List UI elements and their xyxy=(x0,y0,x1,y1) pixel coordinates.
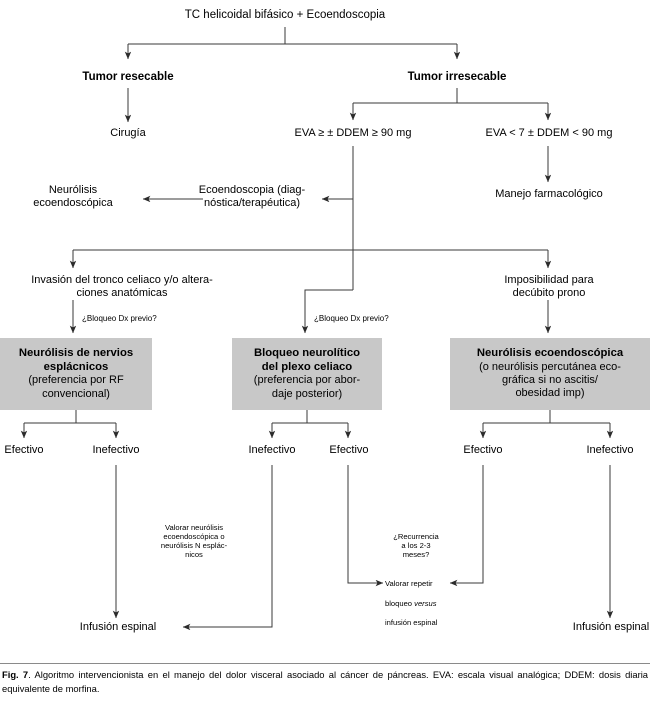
box-neurolisis-ecoendoscopica[interactable]: Neurólisis ecoendoscópica (o neurólisis … xyxy=(450,338,650,410)
note-line-1: Valorar repetir xyxy=(385,578,433,588)
note-line-2: bloqueo versus xyxy=(385,599,481,609)
note-line-2-pre: bloqueo xyxy=(385,598,415,608)
note-valorar-neurolisis: Valorar neurólisis ecoendoscópica o neur… xyxy=(160,523,228,559)
box-title: Neurólisis de nervios esplácnicos xyxy=(18,347,134,373)
node-neurolisis-ecoendoscopica-top: Neurólisis ecoendoscópica xyxy=(33,184,113,209)
outcome-left-inefectivo: Inefectivo xyxy=(92,444,140,456)
node-manejo-farmacologico: Manejo farmacológico xyxy=(495,188,603,200)
outcome-center-inefectivo: Inefectivo xyxy=(248,444,296,456)
box-subtitle: (preferencia por abor- daje posterior) xyxy=(253,374,361,400)
box-subtitle: (o neurólisis percutánea eco- gráfica si… xyxy=(479,360,621,400)
note-line-2-italic: versus xyxy=(414,598,437,608)
figure-caption-text: . Algoritmo intervencionista en el manej… xyxy=(2,669,649,694)
figure-label: Fig. 7 xyxy=(2,669,29,680)
outcome-right-efectivo: Efectivo xyxy=(463,444,503,456)
node-eva-alto: EVA ≥ ± DDEM ≥ 90 mg xyxy=(294,127,412,139)
box-title: Bloqueo neurolítico del plexo celiaco xyxy=(253,347,361,373)
note-valorar-repetir-bloqueo: Valorar repetir bloqueo versus infusión … xyxy=(385,569,481,638)
node-root: TC helicoidal bifásico + Ecoendoscopia xyxy=(184,9,386,21)
node-imposibilidad-decubito-prono: Imposibilidad para decúbito prono xyxy=(504,274,594,299)
figure-caption: Fig. 7. Algoritmo intervencionista en el… xyxy=(2,668,648,695)
terminal-infusion-espinal-izquierda: Infusión espinal xyxy=(79,621,157,633)
node-cirugia: Cirugía xyxy=(110,127,146,139)
label-bloqueo-dx-previo-izquierda: ¿Bloqueo Dx previo? xyxy=(82,314,157,323)
node-eva-bajo: EVA < 7 ± DDEM < 90 mg xyxy=(485,127,613,139)
caption-divider xyxy=(0,663,650,664)
box-subtitle: (preferencia por RF convencional) xyxy=(28,374,124,400)
note-recurrencia: ¿Recurrencia a los 2-3 meses? xyxy=(393,532,439,559)
outcome-center-efectivo: Efectivo xyxy=(329,444,369,456)
node-tumor-irresecable: Tumor irresecable xyxy=(407,71,507,83)
label-bloqueo-dx-previo-centro: ¿Bloqueo Dx previo? xyxy=(314,314,389,323)
note-line-3: infusión espinal xyxy=(385,618,438,628)
node-tumor-resecable: Tumor resecable xyxy=(82,71,174,83)
terminal-infusion-espinal-derecha: Infusión espinal xyxy=(572,621,650,633)
box-bloqueo-neurolitico-plexo-celiaco[interactable]: Bloqueo neurolítico del plexo celiaco (p… xyxy=(232,338,382,410)
node-invasion-tronco-celiaco: Invasión del tronco celiaco y/o altera- … xyxy=(31,274,213,299)
outcome-left-efectivo: Efectivo xyxy=(4,444,44,456)
node-ecoendoscopia-diagnostica: Ecoendoscopia (diag- nóstica/terapéutica… xyxy=(198,184,306,209)
box-neurolisis-nervios-esplacnicos[interactable]: Neurólisis de nervios esplácnicos (prefe… xyxy=(0,338,152,410)
outcome-right-inefectivo: Inefectivo xyxy=(586,444,634,456)
box-title: Neurólisis ecoendoscópica xyxy=(476,347,624,360)
